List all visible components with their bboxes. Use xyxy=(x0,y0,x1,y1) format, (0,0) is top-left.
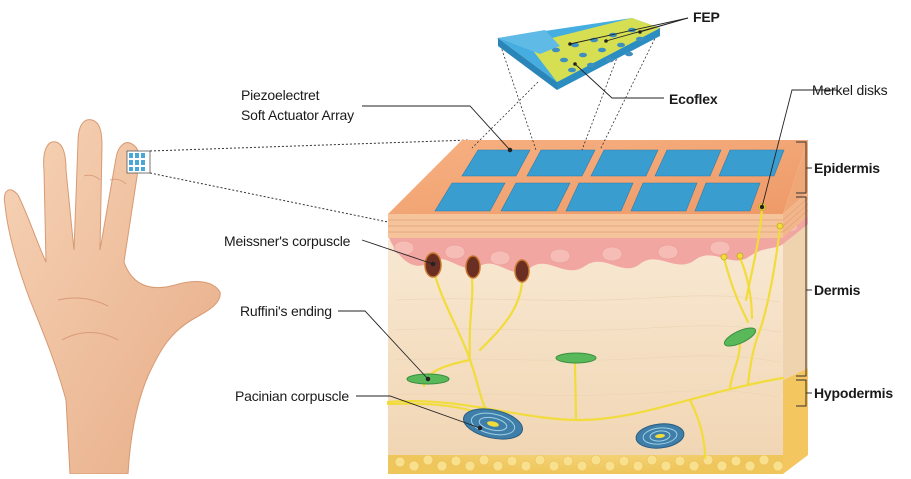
actuator-label-line1: Piezoelectret xyxy=(241,87,320,103)
meissner-label: Meissner's corpuscle xyxy=(224,233,351,249)
pacinian-corpuscles xyxy=(463,408,685,449)
fingertip-actuator-array xyxy=(126,150,151,174)
hypodermis-label: Hypodermis xyxy=(814,385,893,401)
actuator-module-inset xyxy=(471,17,689,151)
fat-texture xyxy=(394,454,784,472)
fep-label: FEP xyxy=(693,9,720,25)
pacinian-label: Pacinian corpuscle xyxy=(235,388,349,404)
ruffini-endings xyxy=(406,327,757,385)
layer-brackets xyxy=(796,141,812,407)
merkel-disks xyxy=(720,203,784,261)
epidermis-label: Epidermis xyxy=(814,160,880,176)
nerve-fibers xyxy=(386,206,785,460)
merkel-label: Merkel disks xyxy=(812,82,888,98)
ruffini-label: Ruffini's ending xyxy=(240,303,332,319)
dermis-label: Dermis xyxy=(814,282,861,298)
actuator-label-line2: Soft Actuator Array xyxy=(241,107,354,123)
ecoflex-label: Ecoflex xyxy=(669,91,718,107)
meissners-corpuscles xyxy=(424,252,530,283)
actuator-array xyxy=(434,149,785,212)
hand-illustration xyxy=(3,119,471,475)
leader-lines xyxy=(338,89,838,431)
